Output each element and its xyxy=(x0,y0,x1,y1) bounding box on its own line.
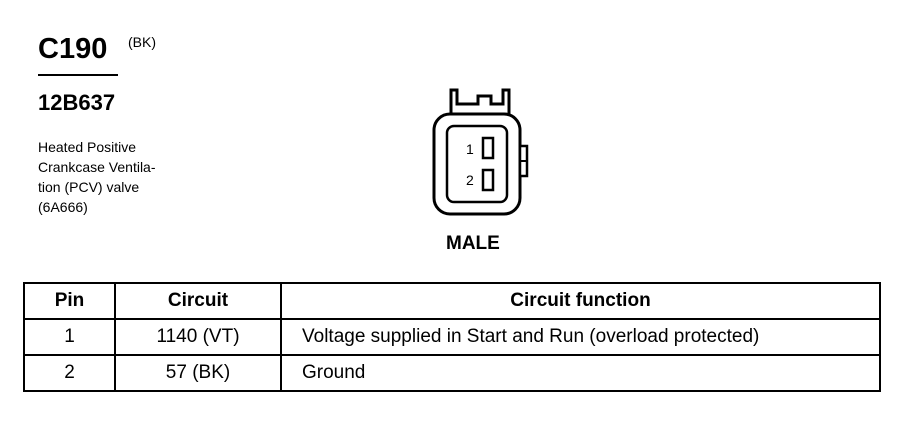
cell-circuit: 57 (BK) xyxy=(114,354,282,392)
connector-face-diagram: 1 2 xyxy=(432,88,529,216)
cell-pin: 2 xyxy=(23,354,116,392)
cell-circuit-function: Voltage supplied in Start and Run (overl… xyxy=(280,318,881,356)
connector-gender-label: MALE xyxy=(446,233,500,254)
header-circuit: Circuit xyxy=(114,282,282,320)
table-header-row: Pin Circuit Circuit function xyxy=(23,282,881,320)
pin-cavity-2 xyxy=(481,168,495,192)
header-pin: Pin xyxy=(23,282,116,320)
connector-id: C190 xyxy=(38,33,108,65)
cell-circuit: 1140 (VT) xyxy=(114,318,282,356)
connector-color-code: (BK) xyxy=(128,34,156,50)
table-row: 1 1140 (VT) Voltage supplied in Start an… xyxy=(23,318,881,356)
description-line: Crankcase Ventila- xyxy=(38,159,156,175)
connector-top-tabs xyxy=(449,88,511,116)
pin-table: Pin Circuit Circuit function 1 1140 (VT)… xyxy=(23,282,881,392)
description-line: tion (PCV) valve xyxy=(38,179,140,195)
table-row: 2 57 (BK) Ground xyxy=(23,354,881,392)
connector-housing-inner xyxy=(445,124,509,204)
cell-circuit-function: Ground xyxy=(280,354,881,392)
part-number: 12B637 xyxy=(38,90,116,115)
cell-pin: 1 xyxy=(23,318,116,356)
header-circuit-function: Circuit function xyxy=(280,282,881,320)
pin-cavity-1 xyxy=(481,136,495,160)
description-line: Heated Positive xyxy=(38,139,137,155)
pin-label-1: 1 xyxy=(466,141,474,157)
title-underline xyxy=(38,74,118,76)
connector-description: Heated Positive Crankcase Ventila- tion … xyxy=(38,137,208,217)
pin-label-2: 2 xyxy=(466,172,474,188)
description-line: (6A666) xyxy=(38,199,88,215)
